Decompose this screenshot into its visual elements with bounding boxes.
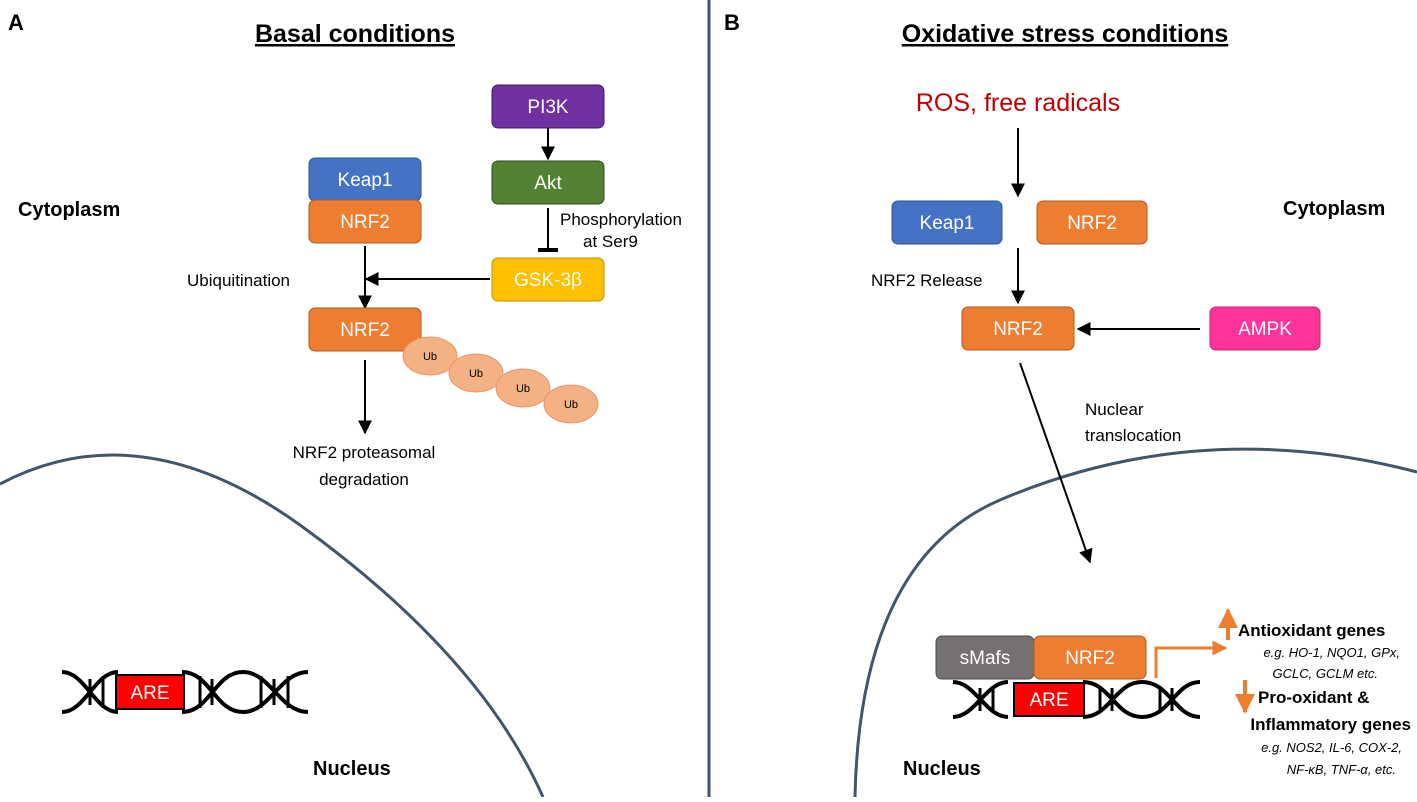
prooxidant-examples-1: e.g. NOS2, IL-6, COX-2, bbox=[1261, 740, 1402, 755]
prooxidant-title-2: Inflammatory genes bbox=[1250, 715, 1411, 734]
antioxidant-examples-2: GCLC, GCLM etc. bbox=[1273, 666, 1378, 681]
dna-a bbox=[61, 670, 309, 714]
degradation-label-line2: degradation bbox=[319, 470, 409, 489]
smafs-label: sMafs bbox=[960, 648, 1011, 669]
nrf2-nuclear-label: NRF2 bbox=[1065, 648, 1115, 669]
release-label: NRF2 Release bbox=[871, 271, 983, 290]
cytoplasm-label-a: Cytoplasm bbox=[18, 199, 120, 221]
panel-a-title: Basal conditions bbox=[255, 20, 455, 48]
translocation-label-line2: translocation bbox=[1085, 426, 1181, 445]
pi3k-label: PI3K bbox=[527, 97, 569, 118]
panel-b-title: Oxidative stress conditions bbox=[902, 20, 1229, 48]
nrf2-bound-label: NRF2 bbox=[340, 212, 390, 233]
nrf2-bound-box bbox=[308, 199, 422, 244]
ub-tag-2 bbox=[448, 353, 504, 393]
ub-tag-2-label: Ub bbox=[469, 368, 483, 380]
ampk-box bbox=[1209, 306, 1321, 351]
transcription-arrow bbox=[1154, 640, 1228, 678]
prooxidant-title-1: Pro-oxidant & bbox=[1258, 688, 1369, 707]
cytoplasm-label-b: Cytoplasm bbox=[1283, 198, 1385, 220]
degradation-label-line1: NRF2 proteasomal bbox=[293, 443, 436, 462]
nucleus-membrane-a bbox=[0, 453, 545, 798]
ampk-label: AMPK bbox=[1238, 319, 1292, 340]
translocation-label-line1: Nuclear bbox=[1085, 400, 1144, 419]
are-box-b bbox=[1013, 682, 1085, 717]
nrf2-ub-label: NRF2 bbox=[340, 320, 390, 341]
phospho-label-line2: at Ser9 bbox=[583, 232, 638, 251]
ub-tag-4-label: Ub bbox=[564, 399, 578, 411]
ub-tag-1 bbox=[402, 336, 458, 376]
antioxidant-examples-1: e.g. HO-1, NQO1, GPx, bbox=[1263, 645, 1400, 660]
ub-tag-3 bbox=[495, 368, 551, 408]
nrf2-free-box bbox=[1036, 200, 1148, 245]
nucleus-membrane-b bbox=[853, 447, 1417, 798]
keap1-label-a: Keap1 bbox=[338, 170, 393, 191]
antioxidant-title: Antioxidant genes bbox=[1238, 621, 1385, 640]
are-label-a: ARE bbox=[130, 683, 169, 704]
panel-b-letter: B bbox=[724, 10, 740, 35]
phospho-label-line1: Phosphorylation bbox=[560, 210, 682, 229]
ub-tag-3-label: Ub bbox=[516, 383, 530, 395]
dna-b bbox=[952, 680, 1201, 719]
nrf2-released-box bbox=[961, 306, 1075, 351]
prooxidant-examples-2: NF-κB, TNF-α, etc. bbox=[1287, 762, 1396, 777]
translocation-arrow bbox=[1019, 362, 1093, 564]
gsk3b-label: GSK-3β bbox=[514, 270, 582, 291]
nrf2-released-label: NRF2 bbox=[993, 319, 1043, 340]
akt-label: Akt bbox=[534, 173, 562, 194]
keap1-label-b: Keap1 bbox=[920, 213, 975, 234]
are-box-a bbox=[115, 674, 185, 710]
nrf2-nuclear-box bbox=[1033, 635, 1147, 680]
keap1-box-b bbox=[891, 200, 1003, 245]
nucleus-label-a: Nucleus bbox=[313, 758, 391, 780]
ros-label: ROS, free radicals bbox=[916, 89, 1120, 117]
nrf2-free-label: NRF2 bbox=[1067, 213, 1117, 234]
ub-tag-1-label: Ub bbox=[423, 351, 437, 363]
akt-box bbox=[491, 160, 605, 205]
ubiquitination-label: Ubiquitination bbox=[187, 271, 290, 290]
ub-tag-4 bbox=[543, 384, 599, 424]
are-label-b: ARE bbox=[1029, 690, 1068, 711]
nrf2-ub-box bbox=[308, 307, 422, 352]
gsk3b-box bbox=[491, 257, 605, 302]
nucleus-label-b: Nucleus bbox=[903, 758, 981, 780]
panel-a-letter: A bbox=[8, 10, 24, 35]
